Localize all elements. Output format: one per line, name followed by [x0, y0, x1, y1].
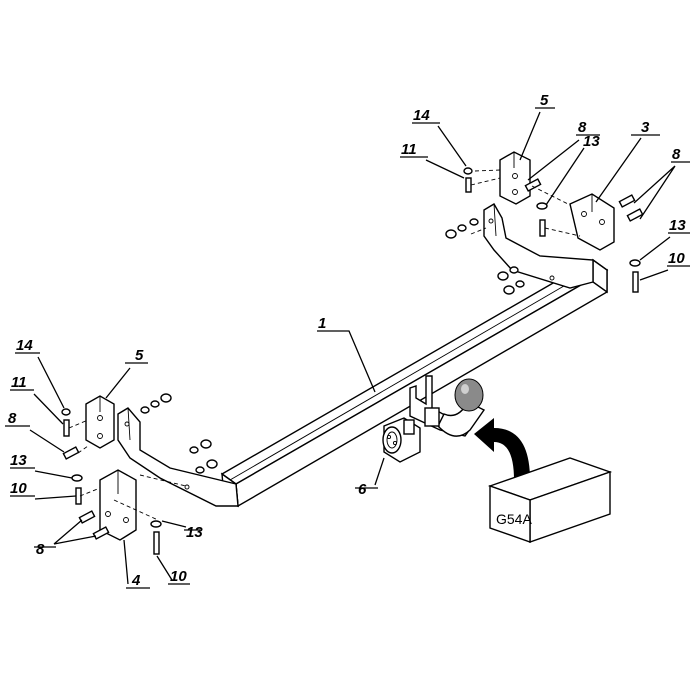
- kit-box-label: G54A: [496, 511, 532, 527]
- callout-11-right: 11: [401, 141, 417, 158]
- callout-13-left-bottom: 13: [186, 524, 203, 541]
- callout-10-right: 10: [668, 250, 685, 267]
- callout-13-right-top: 13: [583, 133, 600, 150]
- left-top-plate: [85, 395, 115, 449]
- callout-6: 6: [358, 481, 367, 498]
- callout-11-left: 11: [11, 374, 27, 391]
- callout-1: 1: [318, 315, 326, 332]
- callout-14-left: 14: [16, 337, 33, 354]
- right-top-plate: [499, 151, 531, 205]
- callout-13-left-top: 13: [10, 452, 27, 469]
- callout-10-left-bottom: 10: [170, 568, 187, 585]
- arrow-to-ball: [474, 418, 530, 480]
- callout-5-left: 5: [135, 347, 144, 364]
- callout-labels: 1 3 5 8 13 8 13 10 14 11 5 14 11 8 13 10…: [8, 92, 686, 589]
- hardware-left: [61, 393, 218, 555]
- callout-8-right: 8: [672, 146, 681, 163]
- callout-8-left-top: 8: [8, 410, 17, 427]
- callout-4: 4: [131, 572, 141, 589]
- hardware-right: [445, 167, 644, 295]
- kit-box: [487, 457, 613, 543]
- left-beam-bracket: [117, 407, 239, 507]
- callout-14-right: 14: [413, 107, 430, 124]
- electrical-socket: [382, 417, 421, 463]
- callout-13-right: 13: [669, 217, 686, 234]
- callout-8-right-top: 8: [578, 119, 587, 136]
- right-plate: [569, 193, 615, 251]
- callout-8-left-bottom: 8: [36, 541, 45, 558]
- tow-ball-assembly: [409, 375, 486, 437]
- callout-3: 3: [641, 119, 650, 136]
- callout-5-right: 5: [540, 92, 549, 109]
- callout-10-left-top: 10: [10, 480, 27, 497]
- leader-lines: [5, 107, 690, 589]
